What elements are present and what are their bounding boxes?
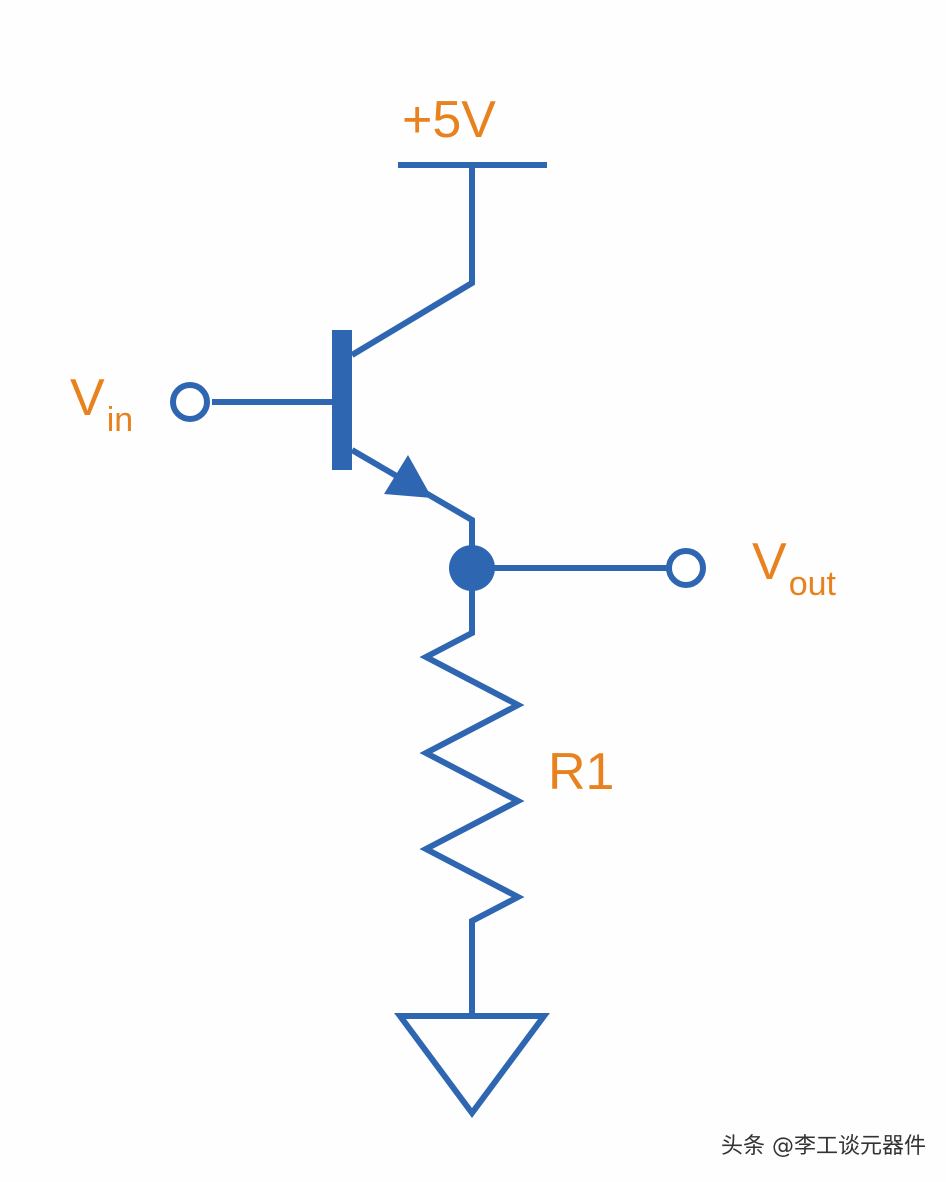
vin-terminal [170, 382, 210, 422]
supply-label: +5V [402, 91, 496, 149]
vin-label-main: V [70, 369, 105, 427]
vin-label: Vin [70, 369, 133, 437]
junction-dot [449, 545, 495, 591]
watermark: 头条 @李工谈元器件 [721, 1134, 926, 1159]
emitter-arrow-icon [384, 455, 432, 498]
vin-label-sub: in [106, 401, 134, 439]
collector-wire [350, 165, 475, 358]
vout-label-sub: out [788, 565, 836, 603]
vout-label-main: V [752, 533, 787, 591]
vout-label: Vout [752, 533, 836, 601]
resistor-label: R1 [548, 743, 615, 801]
resistor-r1 [419, 568, 525, 1016]
ground-symbol [394, 1013, 550, 1119]
vout-terminal [666, 548, 706, 588]
transistor-base-bar [332, 330, 352, 470]
